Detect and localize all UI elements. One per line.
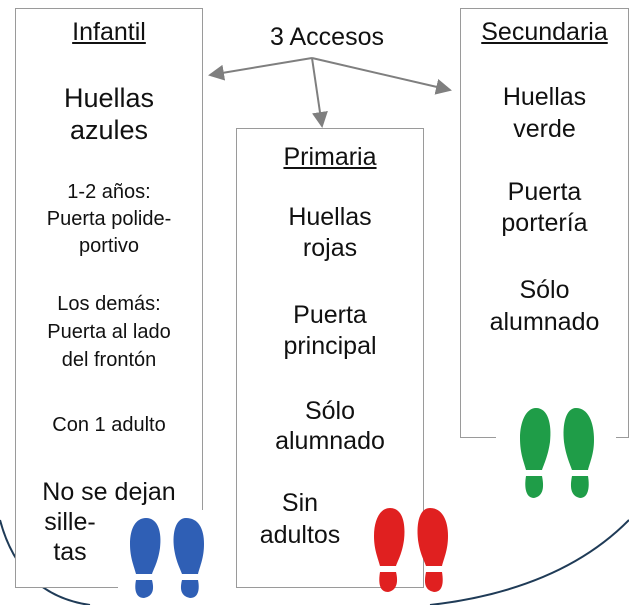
green-footprints-icon [496,398,616,510]
primaria-adults-line1: Sin [281,489,319,517]
primaria-only-line1: Sólo [304,397,356,425]
infantil-color-line2: azules [69,115,149,145]
primaria-heading: Primaria [283,143,377,171]
secundaria-only-line2: alumnado [489,308,600,336]
diagram-title: 3 Accesos [270,23,384,51]
infantil-age-line1: 1-2 años: [67,181,151,203]
infantil-stroller-line2: sille- [44,508,96,536]
infantil-others-line1: Los demás: [57,293,161,315]
infantil-others-line3: del frontón [61,349,157,371]
primaria-color-line2: rojas [302,234,358,262]
secundaria-color-line2: verde [513,115,576,143]
blue-footprints-icon [118,510,216,605]
primaria-adults-line2: adultos [259,521,341,549]
infantil-others-line2: Puerta al lado [47,321,171,343]
infantil-box [15,8,203,588]
primaria-color-line1: Huellas [288,203,372,231]
infantil-stroller-line3: tas [53,538,87,566]
primaria-only-line2: alumnado [275,427,385,455]
infantil-heading: Infantil [72,18,146,46]
infantil-age-line2: Puerta polide- [46,208,172,230]
infantil-adult-text: Con 1 adulto [52,414,166,436]
secundaria-only-line1: Sólo [519,276,570,304]
infantil-color-line1: Huellas [63,83,155,113]
secundaria-box [460,8,629,438]
red-footprints-icon [374,508,448,592]
primaria-door-line2: principal [283,332,377,360]
secundaria-heading: Secundaria [481,18,608,46]
infantil-age-line3: portivo [78,235,140,257]
primaria-door-line1: Puerta [293,301,367,329]
infantil-stroller-line1: No se dejan [42,478,176,506]
secundaria-door-line2: portería [501,209,588,237]
secundaria-color-line1: Huellas [502,83,587,111]
secundaria-door-line1: Puerta [507,178,582,206]
